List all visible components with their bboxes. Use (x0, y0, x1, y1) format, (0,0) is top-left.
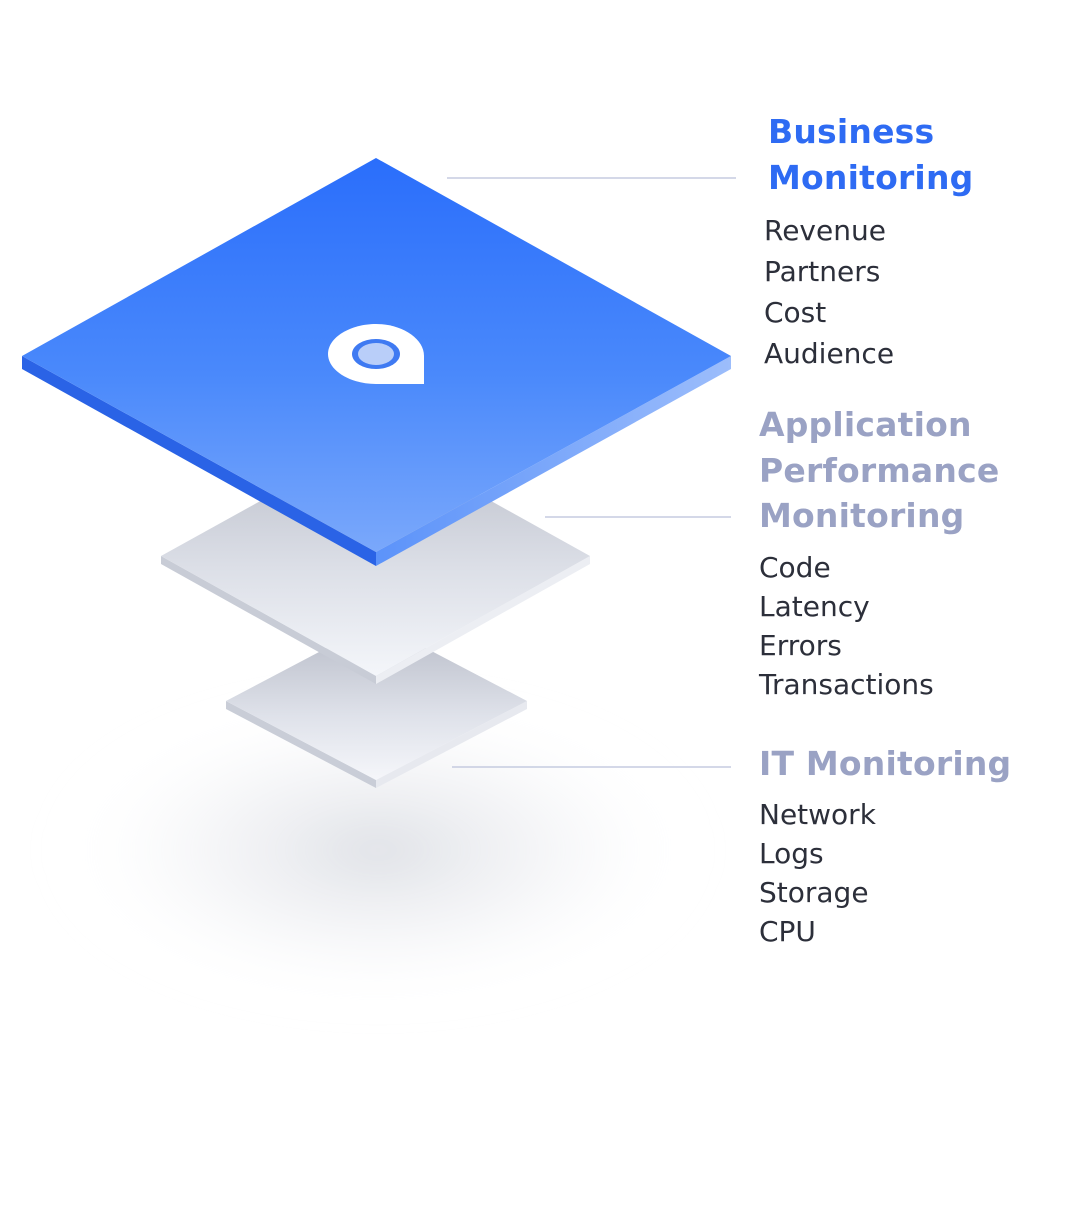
apm-title: Application Performance Monitoring (759, 405, 1000, 535)
business-monitoring-items: Revenue Partners Cost Audience (764, 210, 973, 374)
floor-shadow (48, 690, 708, 1010)
it-monitoring-items: Network Logs Storage CPU (759, 795, 1011, 951)
list-item: Cost (764, 296, 827, 329)
speech-bubble-logo-icon (328, 324, 424, 384)
business-monitoring-title: Business Monitoring (768, 112, 974, 197)
list-item: Transactions (759, 667, 934, 701)
list-item: Network (759, 797, 876, 831)
list-item: Storage (759, 875, 869, 909)
list-item: Partners (764, 255, 881, 288)
it-monitoring-title: IT Monitoring (759, 744, 1012, 783)
list-item: Errors (759, 628, 842, 662)
list-item: Audience (764, 337, 895, 370)
list-item: CPU (759, 914, 816, 948)
list-item: Revenue (764, 214, 886, 247)
it-monitoring-plate (226, 622, 527, 788)
list-item: Latency (759, 589, 870, 623)
list-item: Logs (759, 836, 824, 870)
apm-items: Code Latency Errors Transactions (759, 548, 999, 704)
it-monitoring-section: IT Monitoring Network Logs Storage CPU (759, 741, 1011, 951)
business-monitoring-section: Business Monitoring Revenue Partners Cos… (764, 109, 974, 374)
apm-section: Application Performance Monitoring Code … (759, 402, 999, 704)
list-item: Code (759, 550, 831, 584)
